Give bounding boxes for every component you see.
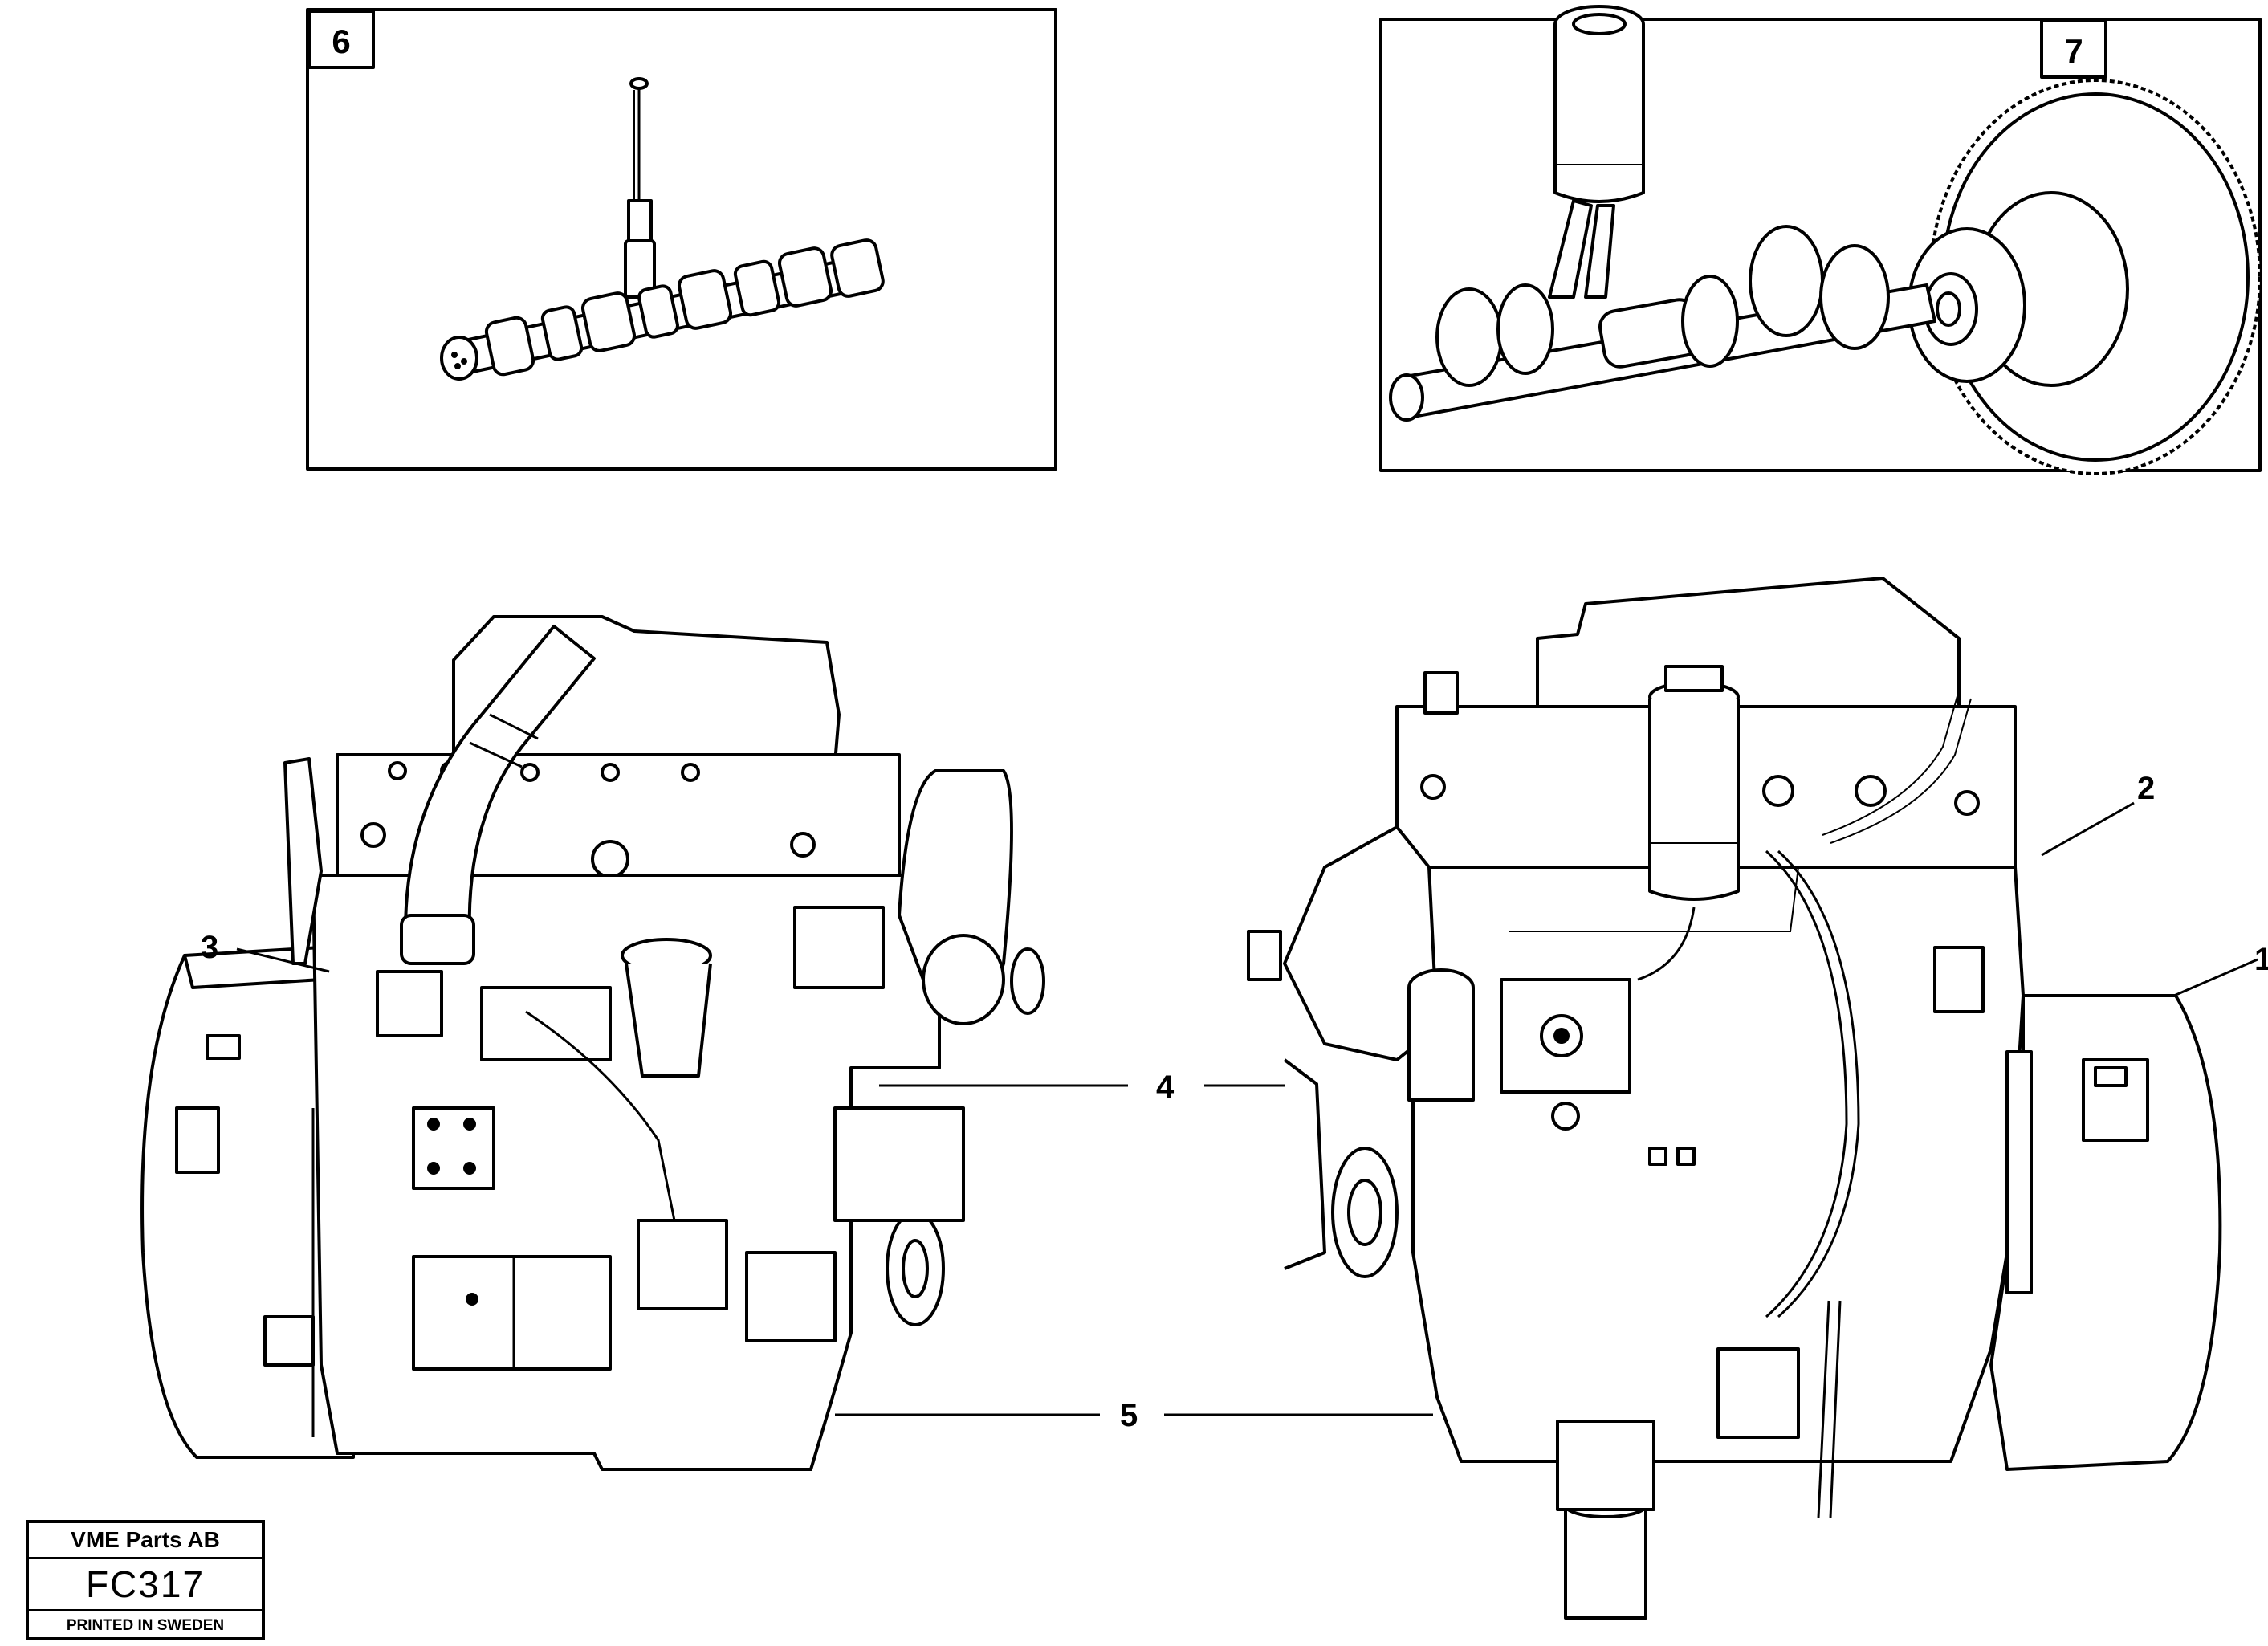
drawing-code: FC317 xyxy=(29,1559,262,1611)
inset-camshaft: 6 xyxy=(306,8,1057,471)
callout-3: 3 xyxy=(201,930,330,973)
callout-4: 4 xyxy=(879,1069,1285,1105)
inset-crankshaft: 7 xyxy=(1379,5,2262,475)
printed-note: PRINTED IN SWEDEN xyxy=(66,1617,225,1634)
starter-motor-left xyxy=(412,1255,612,1371)
flywheel-housing-right xyxy=(1989,994,2222,1471)
fuel-filter-right xyxy=(1648,699,1740,901)
inset-number-left: 6 xyxy=(332,22,350,60)
inset-frame-left xyxy=(306,8,1057,471)
engine-view-left xyxy=(140,615,1045,1471)
intake-hose-left xyxy=(404,625,596,941)
inset-number-box-right xyxy=(2040,19,2107,79)
callout-5: 5 xyxy=(835,1398,1433,1433)
oil-filter-right xyxy=(1564,1504,1647,1620)
piston-part xyxy=(1548,5,1645,299)
title-block: VME Parts AB FC317 PRINTED IN SWEDEN xyxy=(26,1520,265,1640)
camshaft-part xyxy=(440,238,885,381)
callout-4-number: 4 xyxy=(1156,1069,1175,1105)
valve-cover-right xyxy=(1536,577,1961,728)
engine-view-right xyxy=(1247,577,2222,1620)
callout-5-number: 5 xyxy=(1120,1398,1138,1433)
crankshaft-part xyxy=(1389,225,1936,422)
inset-number-box-left xyxy=(307,10,375,69)
callout-2: 2 xyxy=(2041,771,2155,857)
callout-3-number: 3 xyxy=(201,930,218,965)
company-name: VME Parts AB xyxy=(29,1523,262,1559)
callout-2-number: 2 xyxy=(2137,771,2155,806)
callout-1: 1 xyxy=(2173,942,2268,997)
inset-number-right: 7 xyxy=(2064,32,2083,70)
flywheel-part xyxy=(1908,79,2262,475)
callout-1-number: 1 xyxy=(2254,942,2268,977)
